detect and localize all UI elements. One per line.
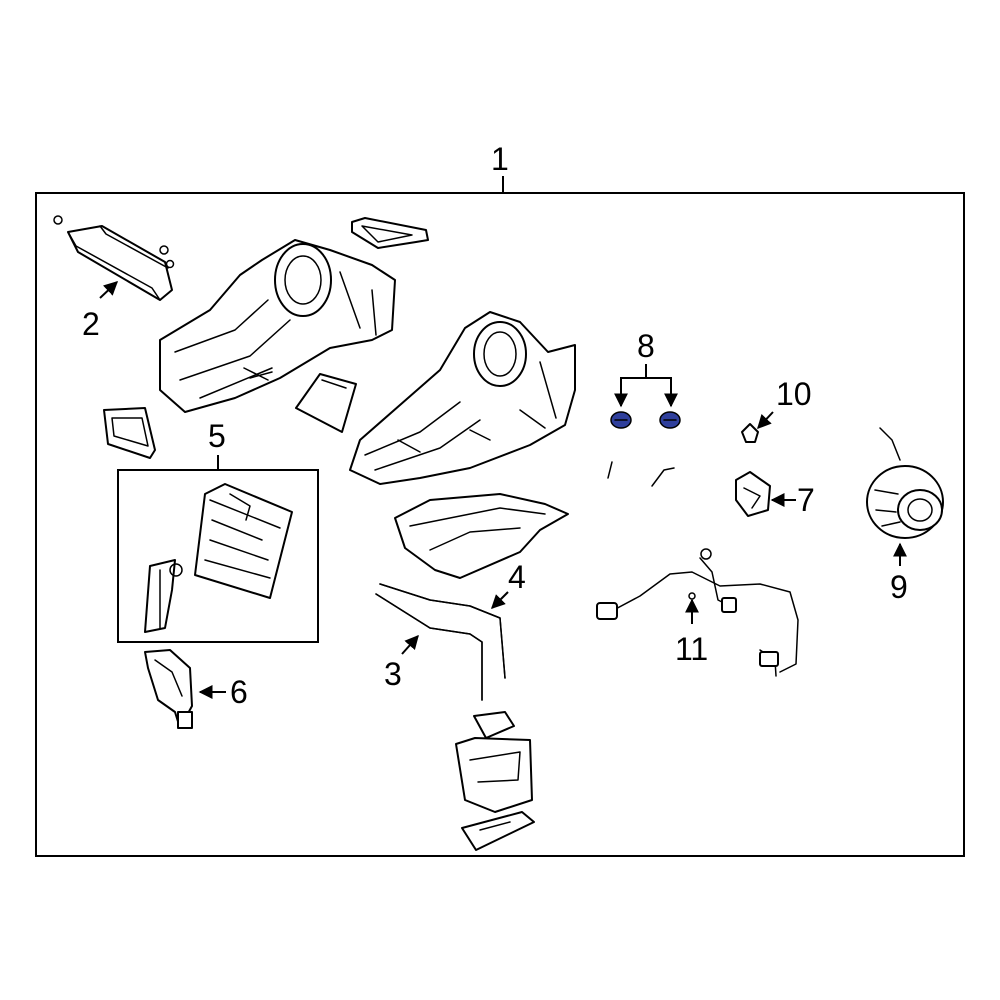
leader-8 bbox=[620, 364, 672, 404]
callout-9[interactable]: 9 bbox=[890, 569, 908, 605]
lower-case-tray[interactable] bbox=[394, 493, 569, 579]
leader-3 bbox=[401, 634, 419, 655]
part-2-duct[interactable] bbox=[53, 215, 175, 301]
leader-2 bbox=[99, 281, 119, 299]
part-10-clip[interactable] bbox=[741, 423, 759, 443]
part-11-wiring-harness[interactable] bbox=[596, 548, 799, 677]
left-heater-case[interactable] bbox=[159, 239, 396, 413]
part-8-clip-right[interactable] bbox=[659, 411, 681, 429]
assembly-frame bbox=[35, 192, 965, 857]
part-4-tube[interactable] bbox=[379, 583, 506, 679]
callout-8[interactable]: 8 bbox=[637, 328, 655, 364]
mount-bracket-assembly[interactable] bbox=[455, 711, 535, 851]
callout-4[interactable]: 4 bbox=[508, 559, 526, 595]
callout-11[interactable]: 11 bbox=[675, 631, 708, 667]
part-3-tube[interactable] bbox=[375, 593, 483, 701]
gasket-top[interactable] bbox=[351, 217, 429, 249]
callout-7[interactable]: 7 bbox=[797, 482, 815, 518]
callout-1[interactable]: 1 bbox=[491, 141, 509, 177]
callout-5[interactable]: 5 bbox=[208, 418, 226, 454]
callout-2[interactable]: 2 bbox=[82, 306, 100, 342]
callout-3[interactable]: 3 bbox=[384, 656, 402, 692]
callout-6[interactable]: 6 bbox=[230, 674, 248, 710]
part-9-blower-motor[interactable] bbox=[866, 427, 944, 539]
small-seal-a[interactable] bbox=[607, 461, 613, 479]
right-heater-case[interactable] bbox=[349, 311, 576, 485]
small-seal-b[interactable] bbox=[651, 467, 675, 487]
duct-piece[interactable] bbox=[295, 373, 357, 433]
evaporator-core[interactable] bbox=[194, 483, 293, 599]
part-8-clip-left[interactable] bbox=[610, 411, 632, 429]
leader-10 bbox=[757, 411, 774, 430]
seal-left[interactable] bbox=[103, 407, 156, 459]
callout-10[interactable]: 10 bbox=[776, 376, 812, 412]
leader-4 bbox=[491, 591, 509, 609]
part-6-bracket[interactable] bbox=[144, 649, 193, 729]
evaporator-hose[interactable] bbox=[144, 559, 183, 633]
part-7-actuator[interactable] bbox=[735, 471, 771, 517]
